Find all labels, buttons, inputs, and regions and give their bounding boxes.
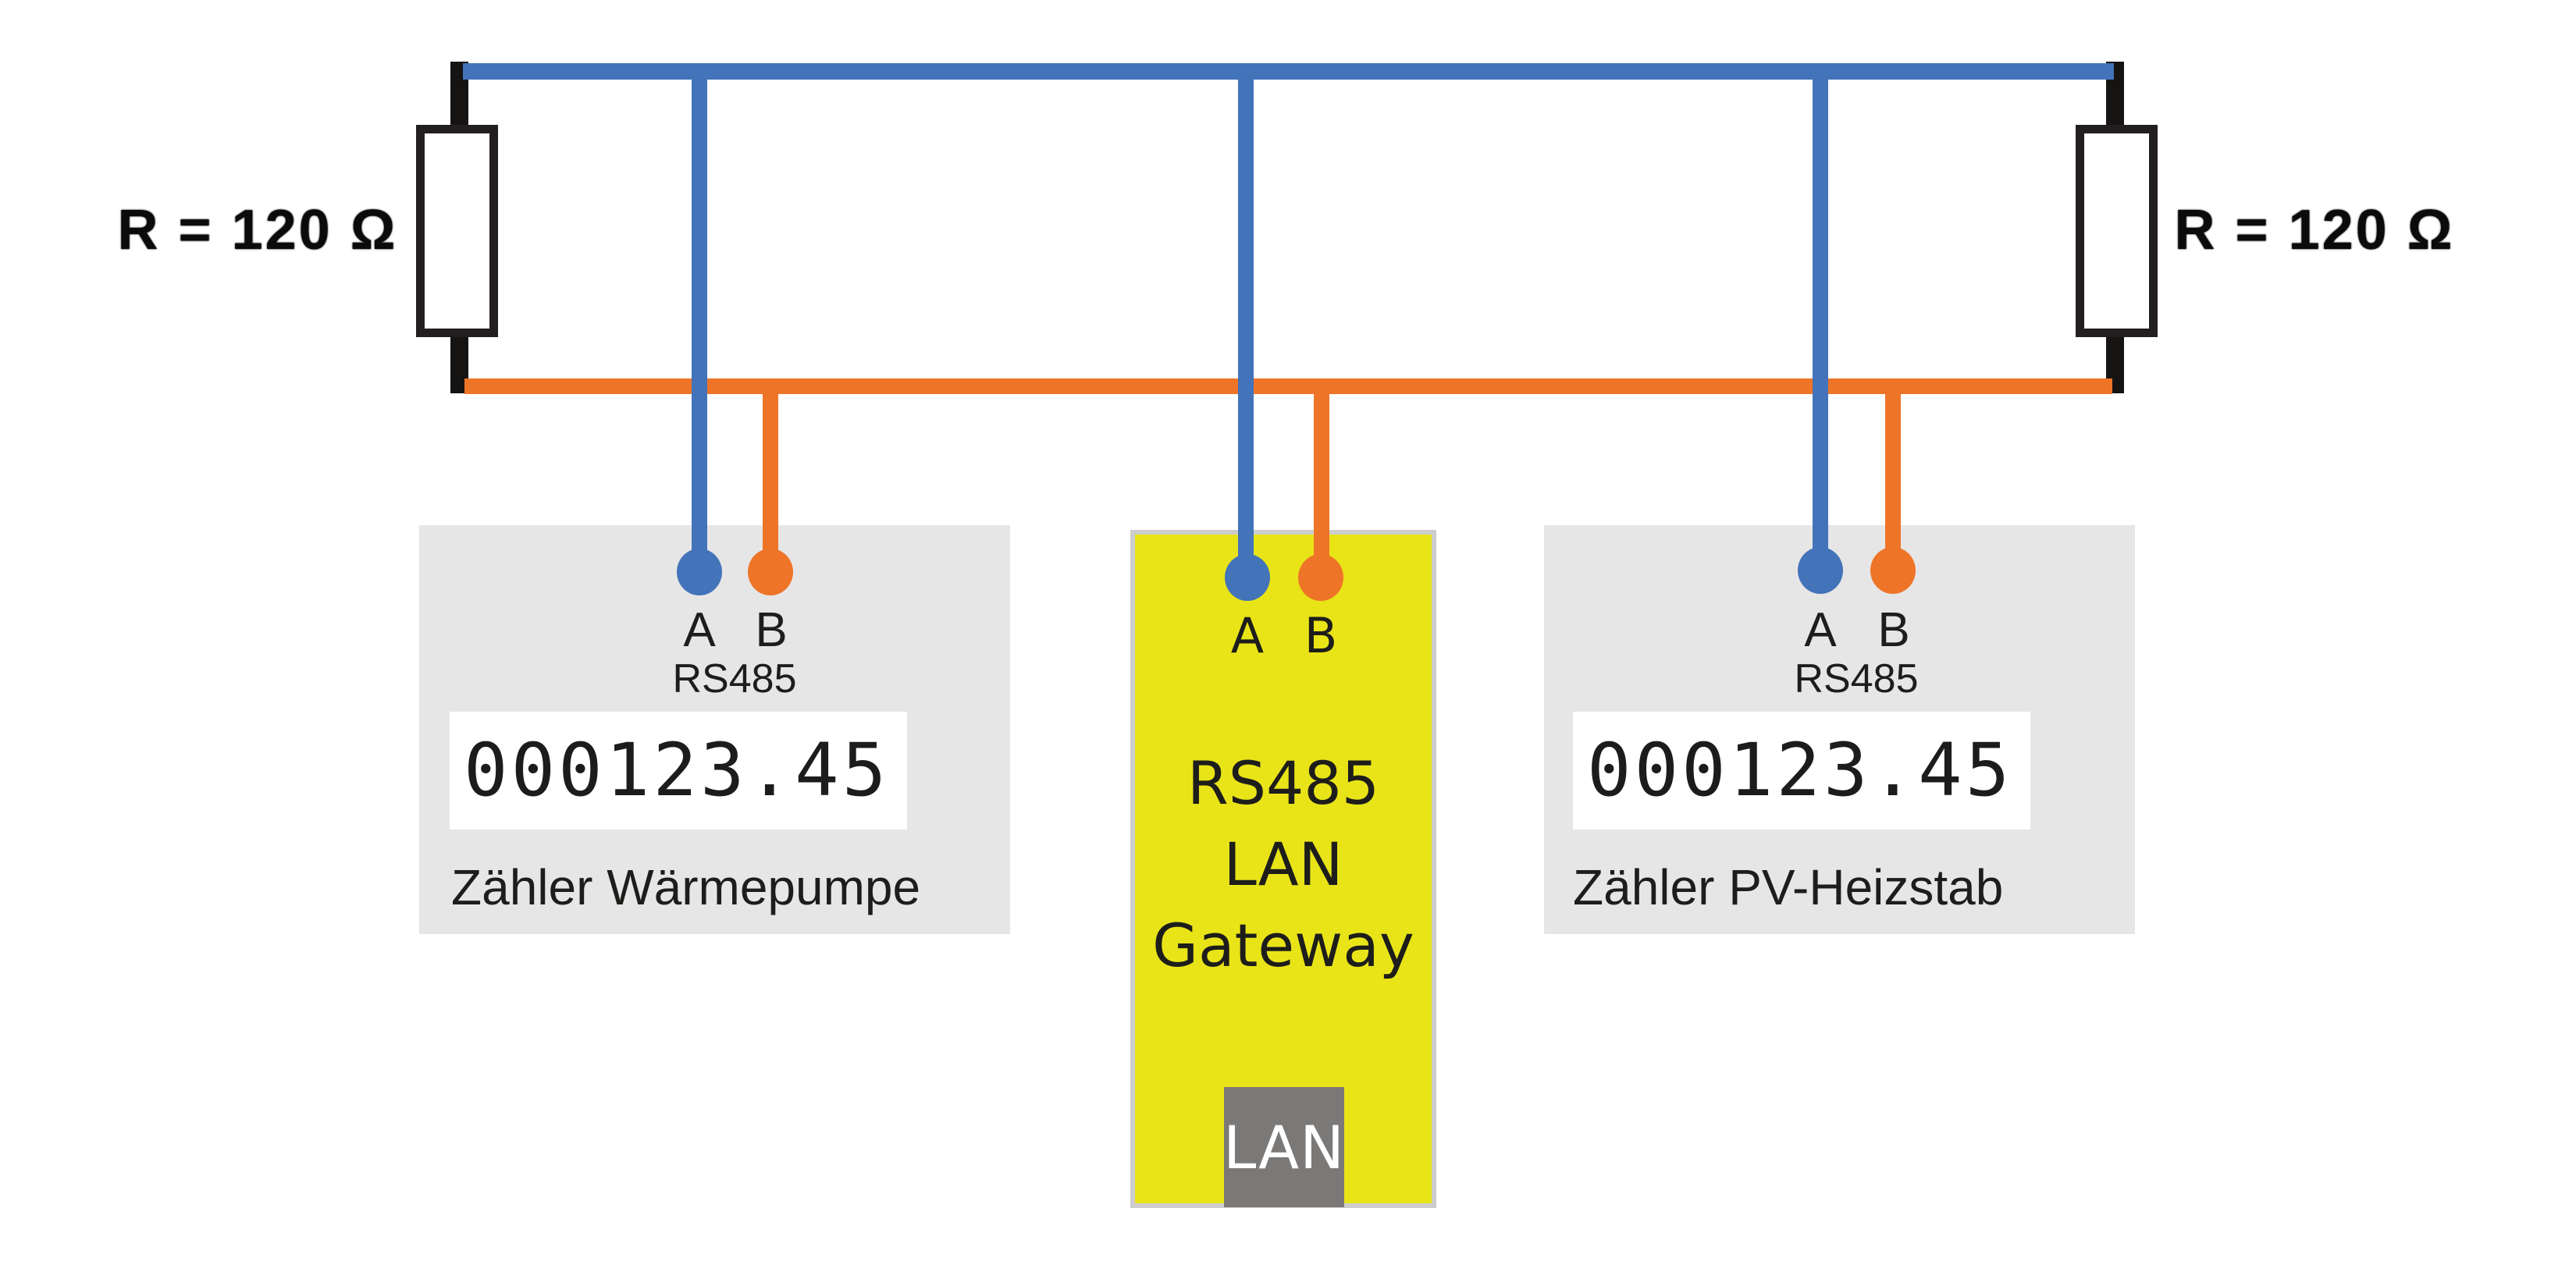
termination-label-right: R = 120 Ω xyxy=(2174,199,2455,261)
drop-wire-b-gateway xyxy=(1314,394,1329,570)
terminal-a-dot-meter2 xyxy=(1798,547,1843,594)
port-group-label-meter1: RS485 xyxy=(672,656,797,702)
drop-wire-b-meter1 xyxy=(763,394,778,563)
drop-wire-a-meter2 xyxy=(1813,80,1828,562)
gateway-title-line-3: Gateway xyxy=(1152,911,1414,980)
terminal-b-dot-gateway xyxy=(1298,554,1343,601)
terminal-b-dot-meter1 xyxy=(748,549,793,595)
port-label-b-gateway: B xyxy=(1304,607,1338,664)
gateway-title-line-1: RS485 xyxy=(1187,748,1380,818)
meter-display-meter2: 000123.45 xyxy=(1573,712,2030,830)
device-name-meter1: Zähler Wärmepumpe xyxy=(451,859,921,915)
device-name-meter2: Zähler PV-Heizstab xyxy=(1573,859,2004,915)
port-label-b-meter2: B xyxy=(1877,603,1910,657)
port-label-a-meter2: A xyxy=(1804,603,1837,657)
port-label-b-meter1: B xyxy=(755,603,788,657)
terminal-a-dot-meter1 xyxy=(677,549,722,595)
lan-port: LAN xyxy=(1223,1087,1345,1207)
port-label-a-gateway: A xyxy=(1230,607,1265,664)
termination-resistor-right xyxy=(2076,125,2158,337)
resistor-left-bottom-lead xyxy=(450,333,468,393)
drop-wire-a-meter1 xyxy=(692,80,707,563)
bus-wire-a xyxy=(463,63,2114,80)
drop-wire-b-meter2 xyxy=(1885,394,1901,562)
meter-display-meter1: 000123.45 xyxy=(450,712,907,830)
port-label-a-meter1: A xyxy=(683,603,716,657)
termination-resistor-left xyxy=(416,125,498,337)
port-group-label-meter2: RS485 xyxy=(1794,656,1919,702)
bus-wire-b xyxy=(464,378,2112,394)
lan-port-label: LAN xyxy=(1223,1112,1345,1182)
gateway-title: RS485 LAN Gateway xyxy=(1130,743,1436,986)
terminal-a-dot-gateway xyxy=(1225,554,1270,601)
termination-label-left: R = 120 Ω xyxy=(117,199,398,261)
gateway-title-line-2: LAN xyxy=(1223,830,1343,899)
resistor-right-bottom-lead xyxy=(2106,333,2124,393)
drop-wire-a-gateway xyxy=(1238,80,1254,570)
terminal-b-dot-meter2 xyxy=(1870,547,1916,594)
